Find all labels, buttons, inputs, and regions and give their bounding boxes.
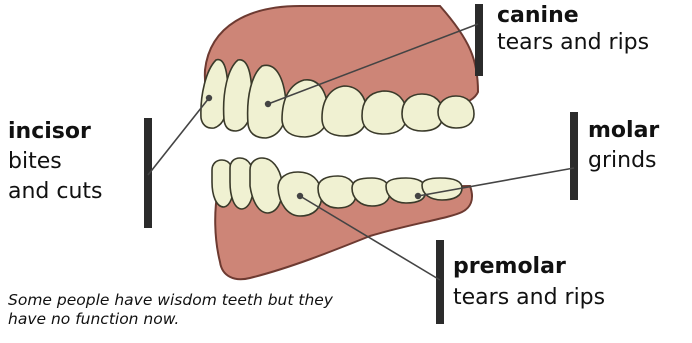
incisor-name: incisor — [8, 119, 103, 146]
premolar-tooth — [318, 176, 356, 208]
molar-tooth — [402, 94, 443, 131]
molar-tooth — [386, 178, 426, 203]
molar-label-bar — [570, 112, 578, 200]
canine-label-bar — [475, 4, 483, 76]
molar-description: grinds — [588, 148, 659, 175]
canine-label: canine tears and rips — [497, 3, 649, 57]
canine-pointer-dot — [265, 101, 271, 107]
canine-description: tears and rips — [497, 30, 649, 57]
premolar-name: premolar — [453, 254, 605, 281]
incisor-pointer-dot — [206, 95, 212, 101]
molar-pointer-dot — [415, 193, 421, 199]
premolar-description: tears and rips — [453, 285, 605, 312]
canine-name: canine — [497, 3, 649, 30]
molar-tooth — [352, 178, 390, 206]
molar-tooth — [362, 91, 407, 134]
wisdom-teeth-note: Some people have wisdom teeth but they h… — [8, 291, 368, 330]
incisor-label-bar — [144, 118, 152, 228]
premolar-label-bar — [436, 240, 444, 324]
incisor-label: incisor bites and cuts — [8, 119, 103, 205]
molar-tooth — [438, 96, 474, 128]
premolar-pointer-dot — [297, 193, 303, 199]
incisor-description-line2: and cuts — [8, 179, 103, 206]
molar-label: molar grinds — [588, 118, 659, 175]
molar-name: molar — [588, 118, 659, 145]
incisor-pointer — [148, 98, 209, 175]
premolar-label: premolar tears and rips — [453, 254, 605, 312]
incisor-description-line1: bites — [8, 149, 103, 176]
premolar-tooth — [322, 86, 367, 136]
